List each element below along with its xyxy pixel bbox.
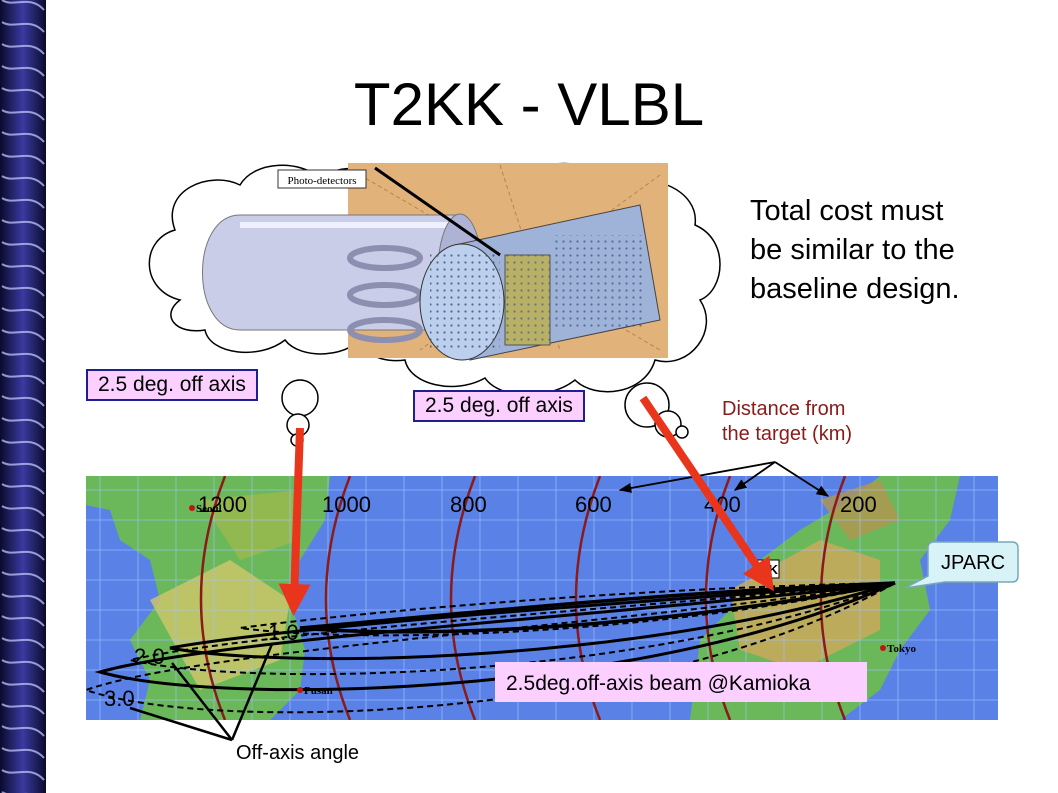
- page-title: T2KK - VLBL: [353, 71, 705, 138]
- strip-swirl: [1, 505, 45, 517]
- beam-contour: [169, 581, 896, 661]
- red-arrow-right: [639, 395, 774, 592]
- strip-swirl: [1, 703, 45, 715]
- cost-note: Total cost must be similar to the baseli…: [750, 195, 960, 305]
- city-label-seoul: Seoul: [196, 503, 222, 515]
- strip-swirl: [1, 263, 45, 275]
- strip-swirl: [1, 593, 45, 605]
- strip-swirl: [1, 153, 45, 165]
- strip-swirl: [1, 65, 45, 77]
- distance-note: Distance from the target (km): [722, 398, 853, 445]
- strip-swirl: [1, 725, 45, 737]
- distance-tick-label: 1000: [322, 492, 371, 517]
- distance-tick-label: 1200: [198, 492, 247, 517]
- strip-swirl: [1, 417, 45, 429]
- city-label-tokyo: Tokyo: [887, 643, 916, 655]
- strip-swirl: [1, 131, 45, 143]
- detector-tank-right: [419, 204, 661, 361]
- strip-swirl: [1, 769, 45, 781]
- distance-tick-label: 800: [450, 492, 487, 517]
- jparc-callout: JPARC: [904, 541, 1019, 589]
- strip-swirl: [1, 219, 45, 231]
- beam-contour: [299, 581, 896, 634]
- beam-label-box: [495, 662, 867, 702]
- red-arrow-left: [278, 427, 311, 616]
- strip-swirl: [1, 637, 45, 649]
- strip-swirl: [1, 21, 45, 33]
- strip-swirl: [1, 351, 45, 363]
- city-markers: [189, 505, 886, 693]
- strip-swirl: [1, 175, 45, 187]
- distance-ring: [199, 476, 227, 720]
- strip-swirl: [1, 461, 45, 473]
- angle-value-label: 1.0: [268, 620, 299, 645]
- strip-swirl: [1, 681, 45, 693]
- photo-detector-label: Photo-detectors: [287, 175, 356, 187]
- city-label-pusan: Pusan: [304, 685, 333, 697]
- strip-swirl: [1, 747, 45, 759]
- strip-swirl: [1, 483, 45, 495]
- strip-swirl: [1, 43, 45, 55]
- strip-swirl: [1, 527, 45, 539]
- distance-tick-label: 200: [840, 492, 877, 517]
- jparc-label: JPARC: [941, 552, 1005, 574]
- off-axis-pointers: [129, 643, 274, 742]
- strip-swirl: [1, 241, 45, 253]
- angle-value-label: 2.0: [134, 644, 165, 669]
- decorative-side-strip: [0, 0, 46, 793]
- distance-tick-label: 600: [575, 492, 612, 517]
- detector-illustration: Photo-detectors: [202, 163, 668, 361]
- strip-swirl: [1, 659, 45, 671]
- strip-swirl: [1, 549, 45, 561]
- strip-swirl: [1, 307, 45, 319]
- strip-swirl: [1, 373, 45, 385]
- strip-swirl: [1, 285, 45, 297]
- strip-swirl: [1, 0, 45, 11]
- strip-swirl: [1, 615, 45, 627]
- distance-ring: [449, 476, 477, 720]
- beam-contour: [239, 582, 896, 637]
- strip-swirl: [1, 439, 45, 451]
- angle-value-label: 3.0: [104, 686, 135, 711]
- off-axis-callout-left: 2.5 deg. off axis: [86, 369, 258, 401]
- strip-swirl: [1, 87, 45, 99]
- strip-swirl: [1, 197, 45, 209]
- off-axis-callout-right: 2.5 deg. off axis: [413, 390, 585, 422]
- off-axis-angle-label: Off-axis angle: [236, 742, 359, 764]
- strip-swirl: [1, 109, 45, 121]
- strip-swirl: [1, 571, 45, 583]
- strip-swirl: [1, 329, 45, 341]
- strip-swirl: [1, 395, 45, 407]
- beam-label: 2.5deg.off-axis beam @Kamioka: [506, 672, 811, 695]
- photo-detector-tag: [277, 169, 367, 189]
